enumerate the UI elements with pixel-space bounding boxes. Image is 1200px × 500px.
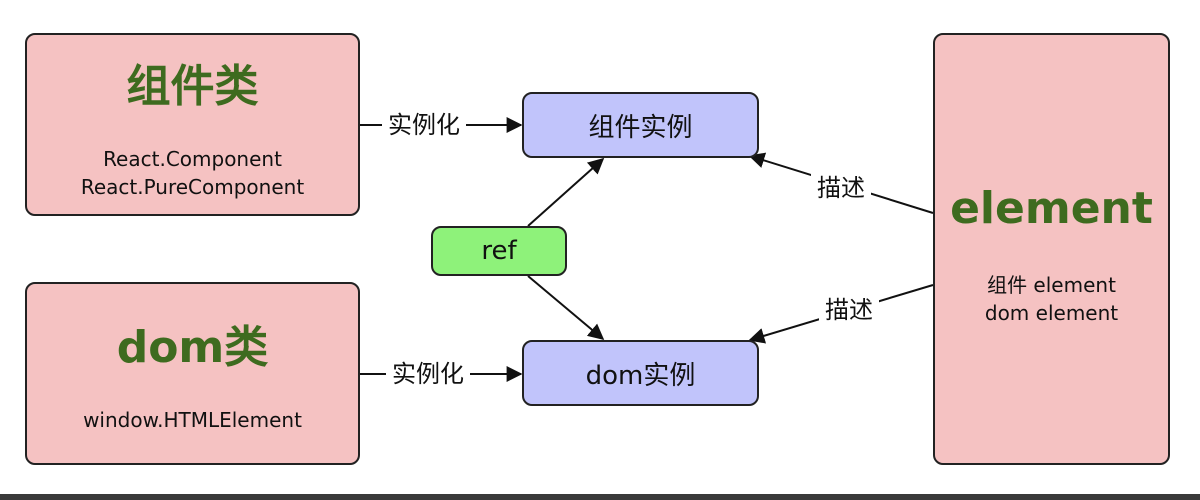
edge-label-instantiate-component: 实例化 bbox=[382, 110, 466, 140]
ref-node: ref bbox=[431, 226, 567, 276]
component-class-line-1: React.Component bbox=[103, 147, 282, 171]
edge-ref-to-component bbox=[527, 157, 605, 227]
element-line-1: 组件 element bbox=[987, 273, 1116, 297]
component-class-title: 组件类 bbox=[126, 61, 259, 112]
dom-instance-node: dom实例 bbox=[522, 340, 759, 406]
dom-class-title: dom类 bbox=[116, 322, 269, 373]
edge-label-instantiate-dom: 实例化 bbox=[386, 359, 470, 389]
edge-label-describe-dom: 描述 bbox=[819, 295, 879, 325]
component-instance-node: 组件实例 bbox=[522, 92, 759, 158]
component-class-line-2: React.PureComponent bbox=[80, 175, 305, 199]
dom-class-box: dom类 window.HTMLElement bbox=[25, 282, 360, 465]
element-line-2: dom element bbox=[984, 301, 1119, 325]
ref-label: ref bbox=[481, 236, 517, 266]
edge-ref-to-dom bbox=[527, 275, 605, 341]
element-box: element 组件 element dom element bbox=[933, 33, 1170, 465]
dom-class-line-1: window.HTMLElement bbox=[83, 408, 302, 432]
dom-instance-label: dom实例 bbox=[585, 360, 696, 391]
bottom-strip bbox=[0, 494, 1200, 500]
component-instance-label: 组件实例 bbox=[588, 112, 693, 143]
component-class-box: 组件类 React.Component React.PureComponent bbox=[25, 33, 360, 216]
element-title: element bbox=[950, 183, 1153, 234]
edge-label-describe-component: 描述 bbox=[811, 173, 871, 203]
